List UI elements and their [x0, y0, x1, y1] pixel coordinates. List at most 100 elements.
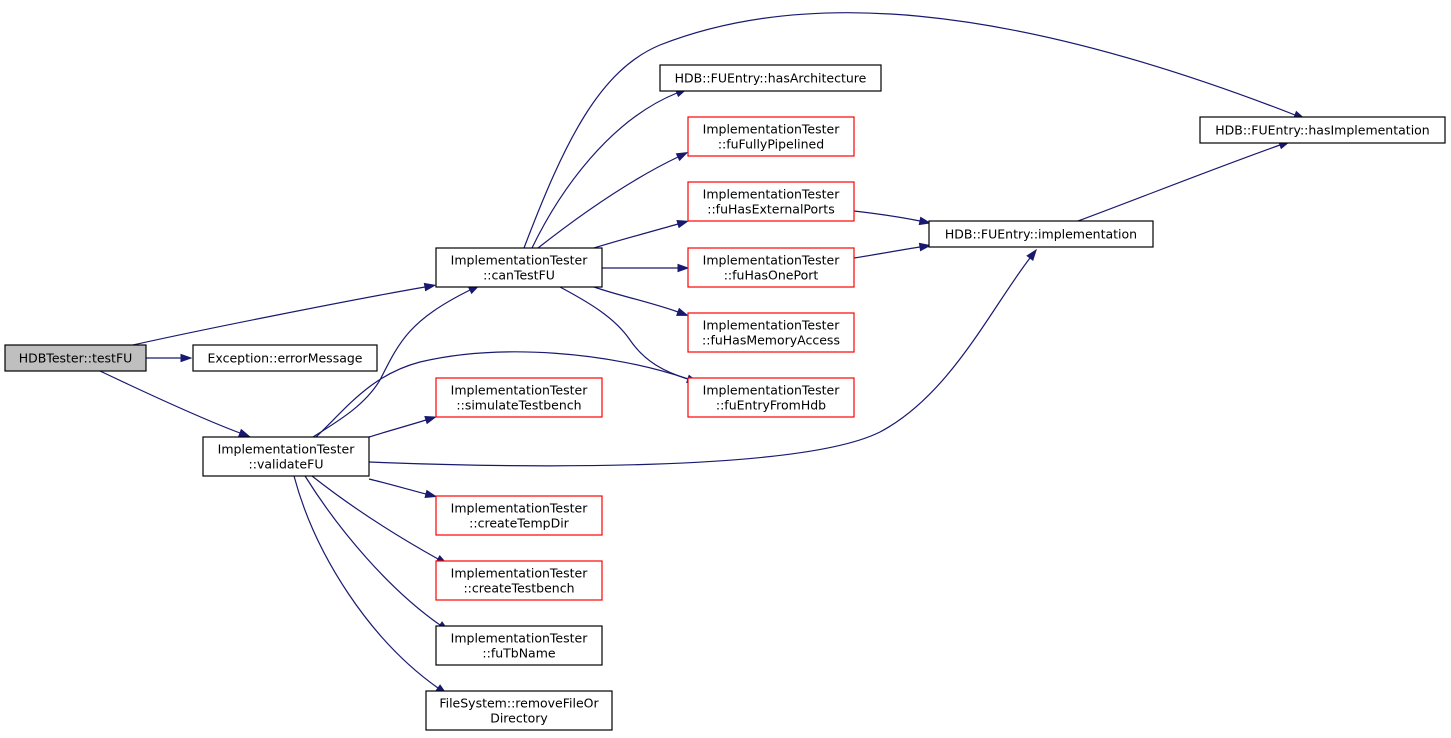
node-label: ImplementationTester [451, 566, 589, 581]
edge-line [531, 92, 678, 249]
edge-canTestFU-to-hasArchitecture [531, 88, 688, 249]
node-label: ::fuEntryFromHdb [716, 398, 826, 413]
node-box[interactable] [687, 181, 855, 222]
node-box[interactable] [687, 377, 855, 418]
node-box[interactable] [425, 690, 613, 731]
edge-line [132, 286, 426, 346]
edge-implementation-to-hasImplementation [1077, 141, 1291, 222]
node-label: ImplementationTester [451, 253, 589, 268]
node-implementation[interactable]: HDB::FUEntry::implementation [928, 220, 1154, 248]
edge-line [853, 210, 921, 222]
node-createTempDir[interactable]: ImplementationTester::createTempDir [435, 495, 603, 536]
node-label: ImplementationTester [703, 253, 841, 268]
node-box[interactable] [435, 247, 603, 288]
node-fuFullyPipelined[interactable]: ImplementationTester::fuFullyPipelined [687, 116, 855, 157]
node-label: Directory [490, 711, 548, 726]
node-createTestbench[interactable]: ImplementationTester::createTestbench [435, 560, 603, 601]
edge-line [368, 478, 427, 495]
node-label: ImplementationTester [218, 442, 356, 457]
edge-fuHasExternalPorts-to-implementation [853, 210, 932, 226]
edge-line [293, 475, 439, 689]
node-box[interactable] [192, 344, 378, 372]
node-box[interactable] [435, 625, 603, 666]
edge-arrowhead [424, 416, 437, 425]
edge-line [593, 223, 679, 249]
node-fuHasMemoryAccess[interactable]: ImplementationTester::fuHasMemoryAccess [687, 312, 855, 353]
node-box[interactable] [687, 247, 855, 288]
edge-testFU-to-canTestFU [132, 282, 437, 346]
node-label: ::createTempDir [469, 516, 570, 531]
node-label: ::fuFullyPipelined [718, 137, 824, 152]
node-label: ::validateFU [249, 457, 324, 472]
edge-canTestFU-to-fuHasOnePort [602, 263, 690, 273]
edge-arrowhead [918, 216, 932, 226]
edge-validateFU-to-simulateTestbench [368, 416, 437, 438]
node-errorMessage[interactable]: Exception::errorMessage [192, 344, 378, 372]
edge-canTestFU-to-fuEntryFromHdb [559, 286, 699, 383]
edge-canTestFU-to-fuHasMemoryAccess [593, 286, 689, 316]
node-fuHasExternalPorts[interactable]: ImplementationTester::fuHasExternalPorts [687, 181, 855, 222]
edge-line [99, 370, 241, 434]
node-label: ImplementationTester [703, 383, 841, 398]
edge-line [537, 156, 679, 249]
node-label: ImplementationTester [703, 187, 841, 202]
edge-arrowhead [675, 152, 689, 162]
node-canTestFU[interactable]: ImplementationTester::canTestFU [435, 247, 603, 288]
node-box[interactable] [435, 560, 603, 601]
edge-arrowhead [423, 282, 437, 292]
node-fuEntryFromHdb[interactable]: ImplementationTester::fuEntryFromHdb [687, 377, 855, 418]
edge-arrowhead [1026, 248, 1037, 262]
edge-validateFU-to-createTempDir [368, 478, 438, 499]
edge-canTestFU-to-fuHasExternalPorts [593, 219, 690, 249]
call-nodes: HDBTester::testFUImplementationTester::c… [4, 64, 1446, 731]
node-label: ImplementationTester [703, 122, 841, 137]
edge-line [368, 257, 1031, 467]
node-label: ImplementationTester [451, 501, 589, 516]
node-label: ImplementationTester [451, 383, 589, 398]
edge-line [593, 286, 679, 313]
edge-line [368, 419, 427, 438]
node-simulateTestbench[interactable]: ImplementationTester::simulateTestbench [435, 377, 603, 418]
edge-validateFU-to-implementation [368, 248, 1037, 467]
node-fuTbName[interactable]: ImplementationTester::fuTbName [435, 625, 603, 666]
node-box[interactable] [1199, 116, 1446, 144]
edge-arrowhead [677, 263, 690, 273]
edge-canTestFU-to-hasImplementation [523, 12, 1306, 249]
node-label: HDB::FUEntry::hasArchitecture [675, 71, 867, 86]
edge-line [1077, 144, 1281, 222]
node-box[interactable] [659, 64, 882, 92]
node-box[interactable] [687, 116, 855, 157]
node-box[interactable] [435, 377, 603, 418]
edge-line [315, 351, 689, 438]
node-label: ::canTestFU [483, 268, 555, 283]
edge-line [559, 286, 689, 380]
node-label: ImplementationTester [451, 631, 589, 646]
node-label: ::fuHasOnePort [724, 268, 819, 283]
node-label: FileSystem::removeFileOr [439, 696, 599, 711]
edge-fuHasOnePort-to-implementation [853, 242, 932, 259]
node-fuHasOnePort[interactable]: ImplementationTester::fuHasOnePort [687, 247, 855, 288]
node-box[interactable] [435, 495, 603, 536]
node-label: Exception::errorMessage [208, 351, 363, 366]
node-label: ImplementationTester [703, 318, 841, 333]
node-validateFU[interactable]: ImplementationTester::validateFU [202, 436, 370, 477]
call-edges [99, 12, 1306, 695]
edge-validateFU-to-fuTbName [304, 475, 450, 632]
node-box[interactable] [687, 312, 855, 353]
node-label: ::fuHasMemoryAccess [702, 333, 840, 348]
node-testFU[interactable]: HDBTester::testFU [4, 344, 147, 372]
edge-arrowhead [180, 353, 193, 363]
node-label: HDB::FUEntry::hasImplementation [1215, 123, 1429, 138]
edge-arrowhead [676, 219, 690, 229]
node-box[interactable] [202, 436, 370, 477]
edge-testFU-to-validateFU [99, 370, 251, 438]
edge-validateFU-to-removeFileOrDirectory [293, 475, 448, 695]
node-hasArchitecture[interactable]: HDB::FUEntry::hasArchitecture [659, 64, 882, 92]
edge-line [853, 246, 921, 259]
node-label: ::fuTbName [482, 646, 556, 661]
node-hasImplementation[interactable]: HDB::FUEntry::hasImplementation [1199, 116, 1446, 144]
node-box[interactable] [928, 220, 1154, 248]
node-box[interactable] [4, 344, 147, 372]
